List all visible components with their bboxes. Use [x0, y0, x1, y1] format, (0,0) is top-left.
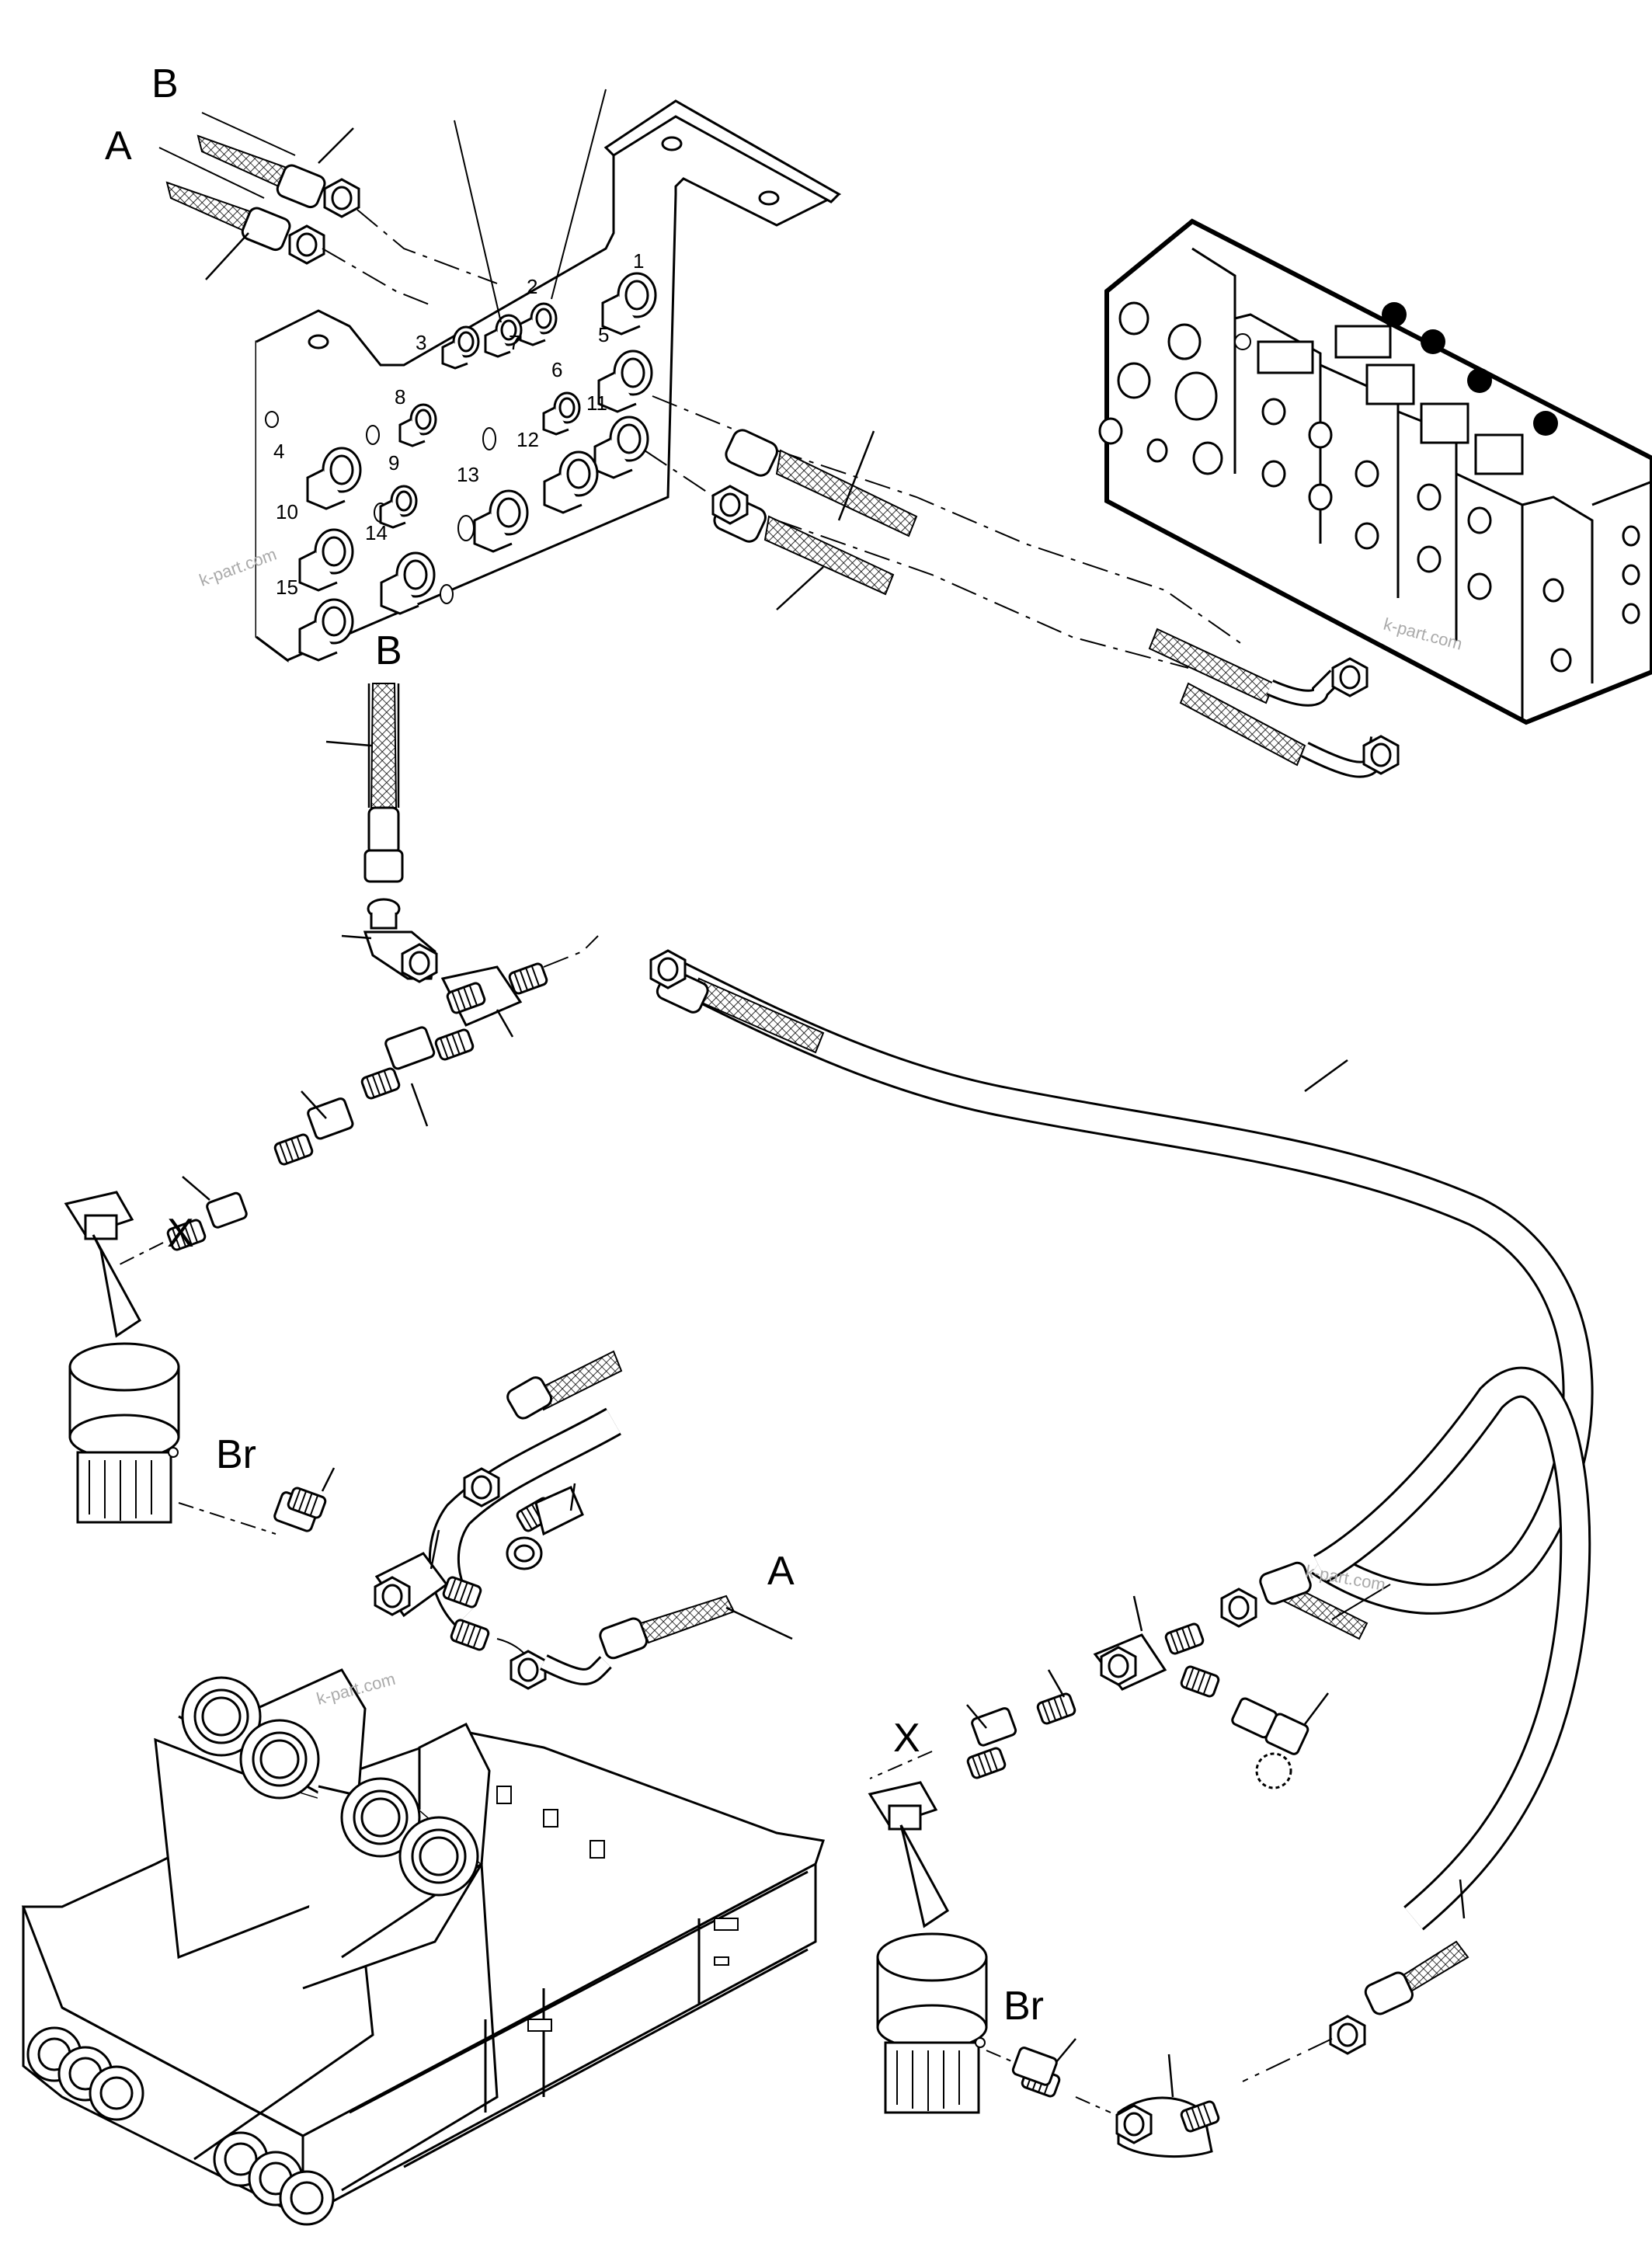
callout-b-top: B — [151, 61, 179, 106]
adapter-chain-left — [116, 1026, 436, 1267]
port-label-8: 8 — [395, 385, 405, 409]
port-label-10: 10 — [276, 500, 298, 523]
port-label-5: 5 — [598, 323, 609, 346]
leader-lines-top — [158, 89, 607, 323]
hose-b-vertical — [325, 683, 438, 983]
callout-br-right: Br — [1003, 1984, 1044, 2029]
port-label-7: 7 — [509, 331, 520, 354]
port-label-3: 3 — [416, 331, 426, 354]
port-label-11: 11 — [586, 391, 607, 415]
port-label-15: 15 — [276, 576, 298, 599]
control-valve-block — [1098, 218, 1652, 725]
port-label-14: 14 — [365, 521, 388, 544]
hose-a-lower — [428, 1350, 623, 1627]
tee-fitting-upper-left — [433, 935, 599, 1062]
callout-a-top: A — [105, 123, 132, 169]
port-label-1: 1 — [633, 249, 644, 273]
tee-fitting-lower-left — [178, 1467, 793, 1690]
callout-x-left: X — [167, 1211, 194, 1256]
callout-x-right: X — [893, 1716, 920, 1761]
callout-br-left: Br — [216, 1432, 256, 1477]
long-hose-loop — [649, 949, 1594, 2082]
port-label-4: 4 — [273, 440, 284, 463]
hose-end-b-top — [197, 127, 360, 218]
hose-end-a-top — [165, 181, 325, 280]
tee-fitting-right — [869, 1595, 1329, 1789]
pilot-valve-left — [64, 1191, 180, 1524]
callout-a-lower: A — [767, 1549, 795, 1594]
port-number-labels: 1 2 3 4 5 6 7 8 9 10 11 12 13 14 15 — [273, 249, 644, 599]
port-label-6: 6 — [551, 358, 562, 381]
boom-base-frame — [21, 1668, 825, 2226]
callout-labels: B A B X Br A X Br — [105, 61, 1044, 2029]
hose-pair-to-valve — [644, 395, 1400, 778]
port-label-2: 2 — [527, 275, 537, 298]
port-label-9: 9 — [388, 451, 399, 475]
pilot-valve-right — [868, 1781, 1042, 2114]
port-label-12: 12 — [516, 428, 539, 451]
elbow-fitting-right-lower — [1011, 2038, 1221, 2158]
callout-b-mid: B — [375, 628, 402, 673]
port-label-13: 13 — [457, 463, 479, 486]
